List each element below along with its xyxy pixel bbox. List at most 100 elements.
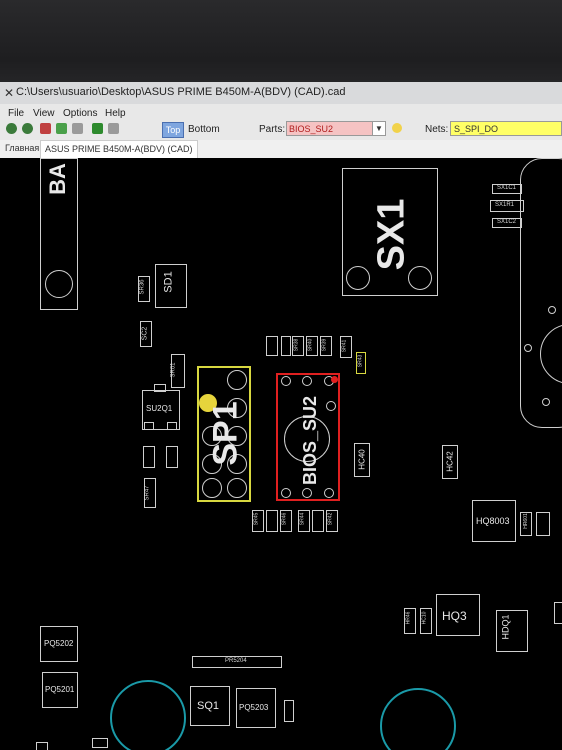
sx1r1-label: SX1R1	[495, 202, 515, 208]
sd1-component[interactable]	[155, 264, 187, 308]
menu-options[interactable]: Options	[63, 108, 98, 119]
passive-8[interactable]	[554, 602, 562, 624]
bios-su2-outline	[284, 416, 330, 462]
sq1-component[interactable]	[190, 686, 230, 726]
sr44-component[interactable]	[298, 510, 310, 532]
title-bar: ✕ C:\Users\usuario\Desktop\ASUS PRIME B4…	[0, 82, 562, 104]
bios-pin-2	[302, 376, 312, 386]
pr5204-component[interactable]	[192, 656, 282, 668]
tab-bar: Главная ASUS PRIME B450M-A(BDV) (CAD)	[0, 140, 562, 158]
sd1-label: SD1	[162, 271, 175, 293]
su2q1-component[interactable]	[142, 390, 180, 430]
hq3-component[interactable]	[436, 594, 480, 636]
sr46-label: SR46	[281, 512, 288, 526]
pq5203-component[interactable]	[236, 688, 276, 728]
passive-11[interactable]	[92, 738, 108, 748]
bios-su2-label: BIOS_SU2	[300, 395, 321, 486]
board-canvas[interactable]: BA SX1 SX1C1 SX1R1 SX1C2 SD1 SR36 SC2 SR…	[0, 158, 562, 750]
sc2-component[interactable]	[140, 321, 152, 347]
ba-label: BA	[44, 163, 70, 195]
parts-value: BIOS_SU2	[289, 124, 334, 134]
flip-icon[interactable]	[40, 123, 51, 134]
refresh-icon[interactable]	[6, 123, 17, 134]
sr01-component[interactable]	[171, 354, 185, 388]
pq5201-label: PQ5201	[45, 685, 75, 694]
pq5202-component[interactable]	[40, 626, 78, 662]
app-icon: ✕	[4, 86, 15, 100]
sr39-component[interactable]	[320, 336, 332, 356]
passive-5[interactable]	[266, 510, 278, 532]
zoom-icon[interactable]	[72, 123, 83, 134]
hc10-component[interactable]	[420, 608, 432, 634]
passive-2[interactable]	[166, 446, 178, 468]
hr601-component[interactable]	[520, 512, 532, 536]
hdq1-label: HDQ1	[500, 614, 511, 640]
sx1-pad-2	[408, 266, 432, 290]
menu-view[interactable]: View	[33, 108, 55, 119]
chevron-down-icon[interactable]: ▼	[372, 122, 385, 135]
sx1c1-component[interactable]	[492, 184, 522, 194]
su2q1-label: SU2Q1	[146, 404, 173, 413]
tab-board-file[interactable]: ASUS PRIME B450M-A(BDV) (CAD)	[40, 140, 198, 158]
sr41-component[interactable]	[340, 336, 352, 358]
menu-help[interactable]: Help	[105, 108, 126, 119]
sp1-pin-1	[199, 394, 217, 412]
ba-component[interactable]	[40, 158, 78, 310]
hr46-label: HR46	[405, 611, 412, 625]
passive-4[interactable]	[281, 336, 291, 356]
arrow-right-icon[interactable]	[108, 123, 119, 134]
sp1-pin-5	[202, 426, 222, 446]
sr43-label: SR43	[357, 354, 364, 368]
passive-6[interactable]	[312, 510, 324, 532]
sr41-label: SR41	[341, 339, 348, 353]
mount-pin-3	[542, 398, 550, 406]
sx1-component[interactable]	[342, 168, 438, 296]
sr36-component[interactable]	[138, 276, 150, 302]
sx1c2-label: SX1C2	[497, 219, 517, 225]
mounting-hole-left	[110, 680, 186, 750]
passive-7[interactable]	[536, 512, 550, 536]
sr43-component[interactable]	[356, 352, 366, 374]
lightbulb-icon[interactable]	[392, 123, 402, 133]
pq5203-label: PQ5203	[239, 703, 269, 712]
sx1r1-component[interactable]	[490, 200, 524, 212]
sp1-pin-2	[227, 370, 247, 390]
heatsink-mount[interactable]	[520, 158, 562, 428]
bios-pin-6	[302, 488, 312, 498]
bios-su2-component[interactable]	[276, 373, 340, 501]
passive-1[interactable]	[143, 446, 155, 468]
tab-home[interactable]: Главная	[5, 143, 40, 153]
hq8003-component[interactable]	[472, 500, 516, 542]
zoom-fit-icon[interactable]	[56, 123, 67, 134]
passive-3[interactable]	[266, 336, 278, 356]
sr01-label: SR01	[170, 362, 177, 378]
sr40-component[interactable]	[306, 336, 318, 356]
sr46-component[interactable]	[280, 510, 292, 532]
menu-file[interactable]: File	[8, 108, 25, 119]
passive-9[interactable]	[284, 700, 294, 722]
pq5201-component[interactable]	[42, 672, 78, 708]
bios-pin-5	[281, 488, 291, 498]
app-window: ✕ C:\Users\usuario\Desktop\ASUS PRIME B4…	[0, 82, 562, 750]
hdq1-component[interactable]	[496, 610, 528, 652]
rotate-icon[interactable]	[22, 123, 33, 134]
top-side-button[interactable]: Top	[162, 122, 184, 138]
bottom-side-button[interactable]: Bottom	[188, 124, 220, 135]
sr47-label: SR47	[144, 485, 151, 501]
sr42-component[interactable]	[326, 510, 338, 532]
bios-pin-1	[281, 376, 291, 386]
parts-select[interactable]: BIOS_SU2 ▼	[286, 121, 386, 136]
hr46-component[interactable]	[404, 608, 416, 634]
nets-input[interactable]: S_SPI_DO	[450, 121, 562, 136]
sp1-component[interactable]	[197, 366, 251, 502]
sr38-component[interactable]	[292, 336, 304, 356]
arrow-left-icon[interactable]	[92, 123, 103, 134]
sr45-component[interactable]	[252, 510, 264, 532]
hc40-component[interactable]	[354, 443, 370, 477]
sx1c2-component[interactable]	[492, 218, 522, 228]
passive-10[interactable]	[36, 742, 48, 750]
mounting-hole-right	[380, 688, 456, 750]
hc42-component[interactable]	[442, 445, 458, 479]
sr47-component[interactable]	[144, 478, 156, 508]
pr5204-label: PR5204	[225, 658, 247, 664]
